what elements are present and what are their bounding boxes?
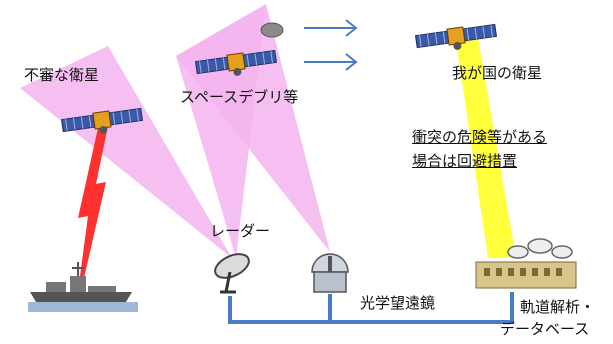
orbit-analysis-label-line2: データベース [500, 320, 590, 338]
ship-icon [28, 262, 138, 312]
radar-beam-suspicious [20, 46, 232, 258]
network-line [228, 292, 514, 324]
satellite-icon [414, 22, 499, 56]
observatory-dome-icon [311, 253, 349, 293]
telescope-beam-our-satellite [456, 38, 516, 258]
our-satellite-label: 我が国の衛星 [452, 64, 543, 82]
space-debris-label: スペースデブリ等 [180, 88, 299, 106]
radar-dish-icon [214, 253, 250, 294]
collision-note-line1: 衝突の危険等がある [412, 128, 548, 146]
collision-note-line2: 場合は回避措置 [412, 152, 518, 170]
optical-telescope-label: 光学望遠鏡 [360, 294, 436, 312]
lightning-bolt [78, 126, 108, 278]
suspicious-satellite-label: 不審な衛星 [24, 66, 100, 84]
ground-station-icon [475, 238, 577, 289]
debris-arrows [304, 19, 358, 71]
debris-icon [260, 22, 284, 38]
radar-label: レーダー [210, 222, 271, 240]
orbit-analysis-label-line1: 軌道解析・ [520, 298, 596, 316]
